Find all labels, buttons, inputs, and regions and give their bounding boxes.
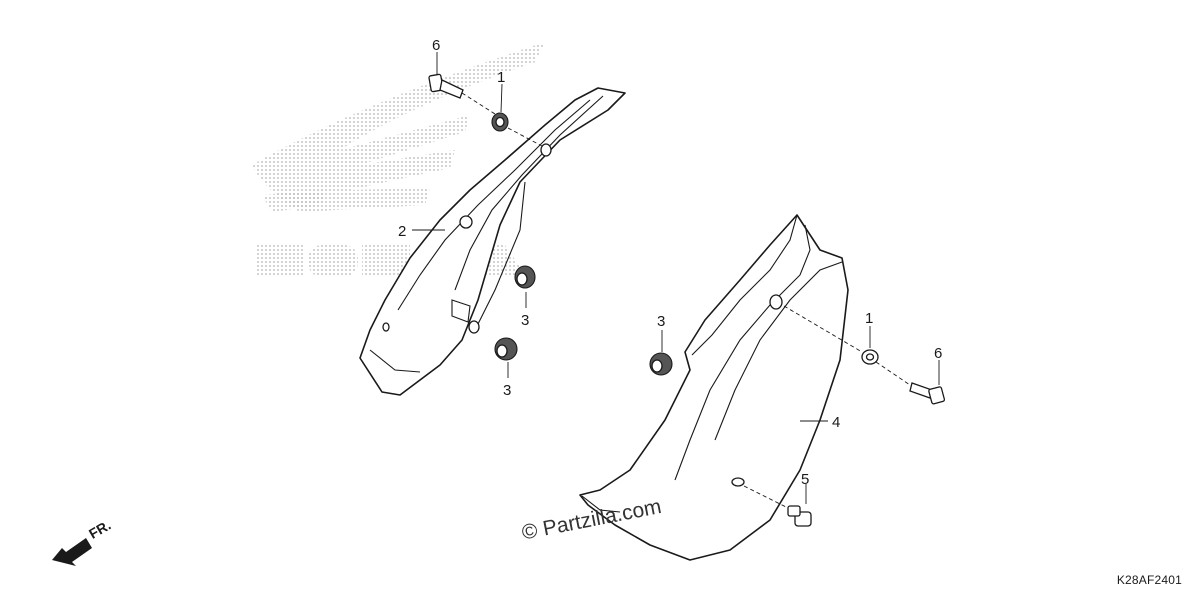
callout-4: 4 bbox=[832, 414, 840, 431]
callout-5: 5 bbox=[801, 471, 809, 488]
callout-1-right: 1 bbox=[865, 310, 873, 327]
callout-3-right: 3 bbox=[657, 313, 665, 330]
callout-6-right: 6 bbox=[934, 345, 942, 362]
callout-3-left-lower: 3 bbox=[503, 382, 511, 399]
callout-1-left: 1 bbox=[497, 69, 505, 86]
collar-1-right bbox=[861, 349, 879, 365]
collar-1-left bbox=[491, 112, 509, 132]
callout-6-left: 6 bbox=[432, 37, 440, 54]
grommet-3-left-upper bbox=[514, 265, 536, 289]
callout-3-left-upper: 3 bbox=[521, 312, 529, 329]
front-direction-arrow-icon bbox=[52, 538, 92, 566]
callout-2: 2 bbox=[398, 223, 406, 240]
bolt-6-left bbox=[428, 73, 464, 99]
bolt-6-right bbox=[909, 382, 946, 405]
bolt-5 bbox=[787, 505, 812, 527]
grommet-3-right bbox=[649, 352, 673, 376]
part-2-left-side-cover bbox=[359, 87, 626, 396]
leader-lines bbox=[412, 52, 940, 509]
diagram-code: K28AF2401 bbox=[1116, 573, 1182, 587]
part-4-right-side-cover bbox=[579, 214, 849, 561]
callout-numbers: 6 1 2 3 3 3 1 6 4 5 bbox=[398, 37, 942, 488]
grommet-3-left-lower bbox=[494, 337, 518, 361]
